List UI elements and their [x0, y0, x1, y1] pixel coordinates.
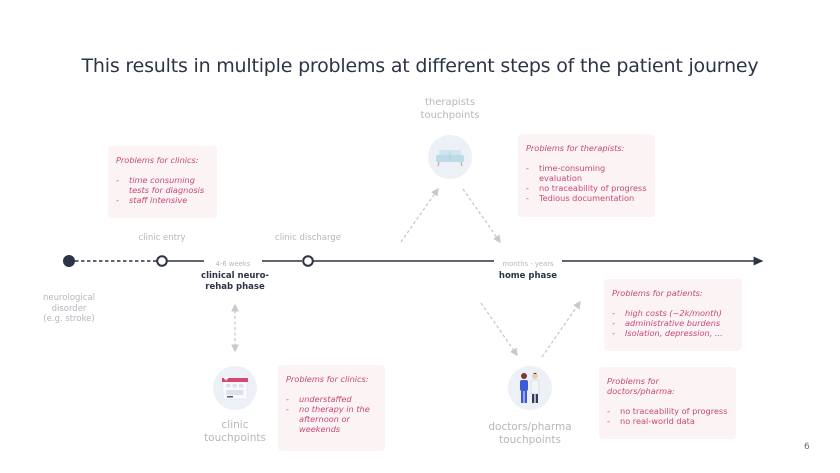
page-number: 6: [804, 442, 810, 452]
problem-item: Isolation, depression, ...: [612, 328, 734, 338]
therapists-touchpoints-label: therapists touchpoints: [420, 97, 480, 121]
milestone-label-clinic-discharge: clinic discharge: [275, 233, 341, 243]
problem-item: time-consuming evaluation: [526, 163, 619, 183]
problem-box-therapists: Problems for therapists: time-consuming …: [518, 134, 655, 217]
problem-item: time consuming tests for diagnosis: [116, 175, 209, 195]
problem-box-clinics-bottom: Problems for clinics: understaffed no th…: [278, 365, 385, 451]
problem-item: understaffed: [286, 394, 377, 404]
hospital-icon: [222, 376, 248, 400]
problem-item: no therapy in the afternoon or weekends: [286, 404, 377, 434]
problem-item: administrative burdens: [612, 318, 734, 328]
doctors-touchpoints-label: doctors/pharma touchpoints: [488, 421, 572, 447]
problem-box-heading: Problems for doctors/pharma:: [607, 376, 675, 396]
connector-to-therapists: [400, 187, 439, 243]
doctors-touchpoint-icon-circle: [508, 366, 552, 410]
problem-box-patients: Problems for patients: high costs (~2k/m…: [604, 279, 742, 351]
problem-box-heading: Problems for clinics:: [286, 374, 369, 384]
problem-box-heading: Problems for therapists:: [526, 143, 625, 153]
phase-duration-clinical: 4-6 weeks: [211, 260, 255, 268]
connector-to-doctors: [480, 302, 518, 357]
milestone-label-clinic-entry: clinic entry: [138, 233, 186, 243]
problem-item: Tedious documentation: [526, 193, 647, 203]
problem-item: no traceability of progress: [526, 183, 647, 193]
problem-item: high costs (~2k/month): [612, 308, 734, 318]
connector-from-doctors: [541, 300, 581, 358]
phase-name-home: home phase: [498, 271, 558, 281]
problem-item: no traceability of progress: [607, 406, 728, 416]
phase-name-clinical: clinical neuro- rehab phase: [201, 271, 269, 293]
problem-box-doctors: Problems for doctors/pharma: no traceabi…: [599, 367, 736, 439]
clinic-touchpoints-label: clinic touchpoints: [204, 419, 266, 445]
milestone-clinic-discharge: [302, 255, 314, 267]
start-label: neurological disorder (e.g. stroke): [42, 293, 96, 325]
doctors-icon: [520, 372, 540, 403]
milestone-clinic-entry: [156, 255, 168, 267]
problem-box-heading: Problems for clinics:: [116, 155, 199, 165]
timeline-start-dot: [63, 255, 75, 267]
problem-box-clinics-top: Problems for clinics: time consuming tes…: [108, 146, 217, 218]
clinic-touchpoint-icon-circle: [213, 366, 257, 410]
connector-from-therapists: [462, 188, 501, 244]
slide-title: This results in multiple problems at dif…: [81, 55, 759, 77]
problem-box-heading: Problems for patients:: [612, 288, 703, 298]
sofa-icon: [436, 150, 464, 167]
phase-duration-home: months - years: [498, 260, 558, 268]
problem-item: no real-world data: [607, 416, 728, 426]
problem-item: staff intensive: [116, 195, 209, 205]
therapists-touchpoint-icon-circle: [428, 135, 472, 179]
